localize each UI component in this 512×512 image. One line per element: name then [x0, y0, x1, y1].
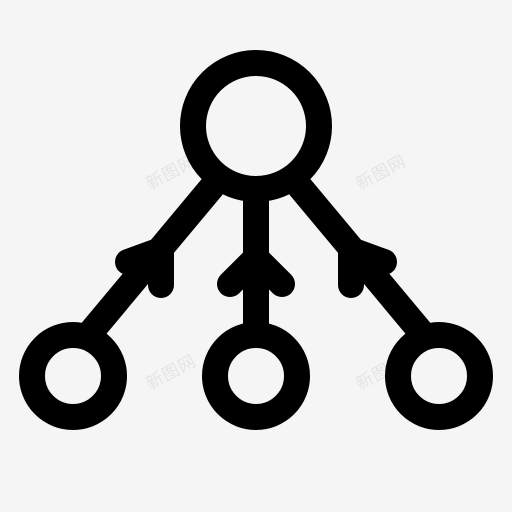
- parent-node-circle: [180, 50, 332, 202]
- watermark-text: 新图网: [353, 151, 410, 194]
- icon-strokes: [19, 50, 493, 430]
- arrow-center-icon: [217, 245, 295, 297]
- child-node-right-circle: [385, 322, 493, 430]
- arrow-right-icon: [338, 237, 397, 298]
- arrow-left-icon: [115, 237, 174, 298]
- watermark-text: 新图网: [143, 351, 200, 394]
- child-node-center-circle: [202, 322, 310, 430]
- child-node-left-circle: [19, 322, 127, 430]
